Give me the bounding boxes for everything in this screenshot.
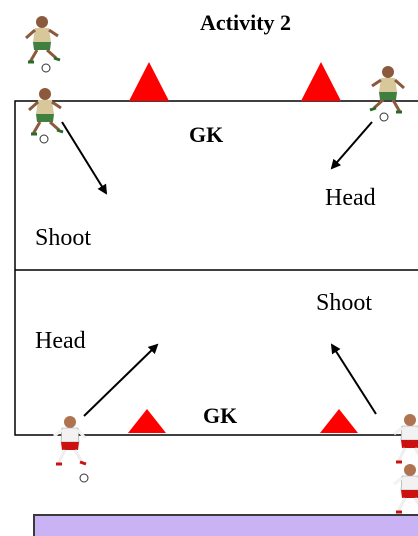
soccer-ball-icon	[379, 112, 389, 122]
bottom-panel	[33, 514, 418, 536]
soccer-player-icon	[52, 414, 88, 466]
arrow-icon	[61, 121, 108, 195]
goalkeeper-top-label: GK	[189, 122, 224, 147]
shoot-label-left: Shoot	[35, 225, 92, 251]
head-label-left: Head	[35, 328, 86, 354]
arrow-icon	[330, 121, 373, 170]
soccer-player-icon	[24, 14, 62, 64]
head-label-right: Head	[325, 185, 376, 211]
cone-icon	[128, 409, 166, 433]
shoot-label-right: Shoot	[316, 290, 373, 316]
soccer-ball-icon	[39, 134, 49, 144]
cone-icon	[129, 62, 169, 101]
arrow-icon	[83, 343, 159, 417]
field-outline	[14, 100, 418, 436]
goalkeeper-bottom-label: GK	[203, 403, 238, 428]
arrow-icon	[330, 343, 377, 415]
soccer-ball-icon	[79, 473, 89, 483]
cone-icon	[320, 409, 358, 433]
soccer-player-icon	[368, 64, 406, 114]
cone-icon	[301, 62, 341, 101]
soccer-ball-icon	[41, 63, 51, 73]
activity-title: Activity 2	[200, 10, 292, 35]
soccer-player-icon	[27, 86, 65, 136]
soccer-player-icon	[392, 462, 418, 514]
soccer-player-icon	[392, 412, 418, 464]
